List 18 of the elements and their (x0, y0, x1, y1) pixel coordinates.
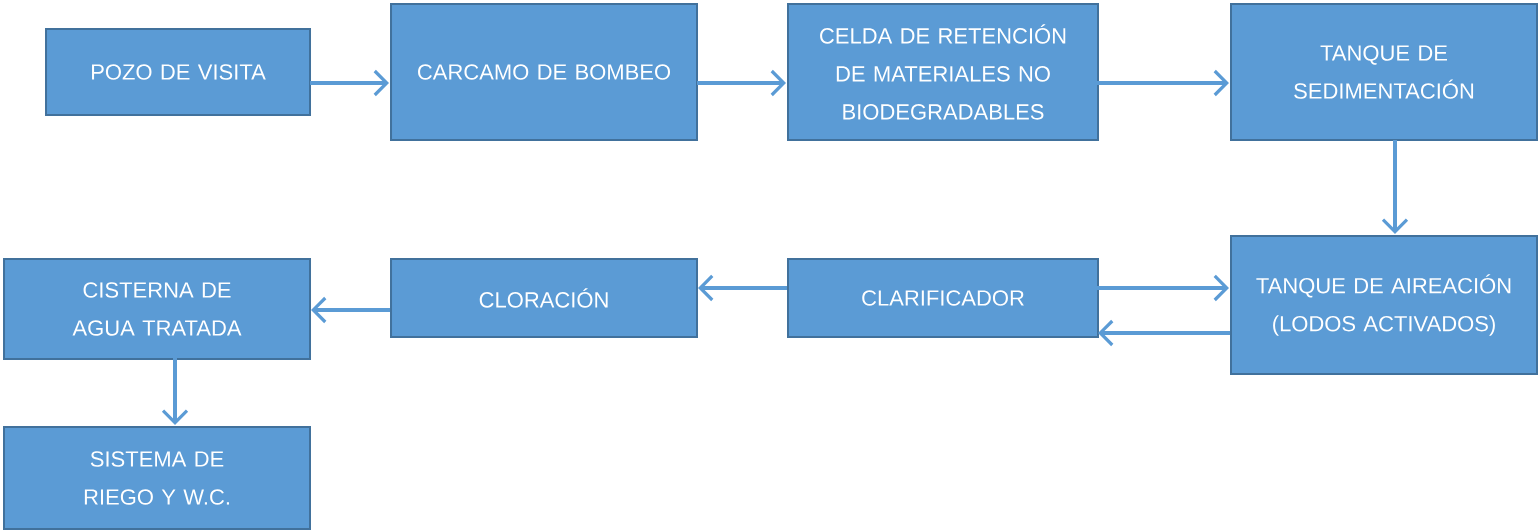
process-box: SISTEMA DE RIEGO Y W.C. (3, 426, 311, 530)
arrow (310, 69, 389, 97)
process-box: POZO DE VISITA (45, 28, 311, 116)
process-box: CELDA DE RETENCIÓN DE MATERIALES NO BIODEGRADABLES (787, 3, 1099, 141)
arrow (1381, 140, 1409, 234)
arrow (697, 69, 786, 97)
arrow (698, 274, 787, 302)
process-box: TANQUE DE SEDIMENTACIÓN (1230, 3, 1538, 141)
arrow (161, 358, 189, 425)
arrow (311, 296, 390, 324)
process-box: CLORACIÓN (390, 258, 698, 338)
arrow (1097, 274, 1229, 302)
arrow (1097, 69, 1229, 97)
process-box: CARCAMO DE BOMBEO (390, 3, 698, 141)
process-box: CISTERNA DE AGUA TRATADA (3, 258, 311, 360)
arrow (1098, 319, 1230, 347)
process-box: CLARIFICADOR (787, 258, 1099, 338)
process-box: TANQUE DE AIREACIÓN (LODOS ACTIVADOS) (1230, 235, 1538, 375)
